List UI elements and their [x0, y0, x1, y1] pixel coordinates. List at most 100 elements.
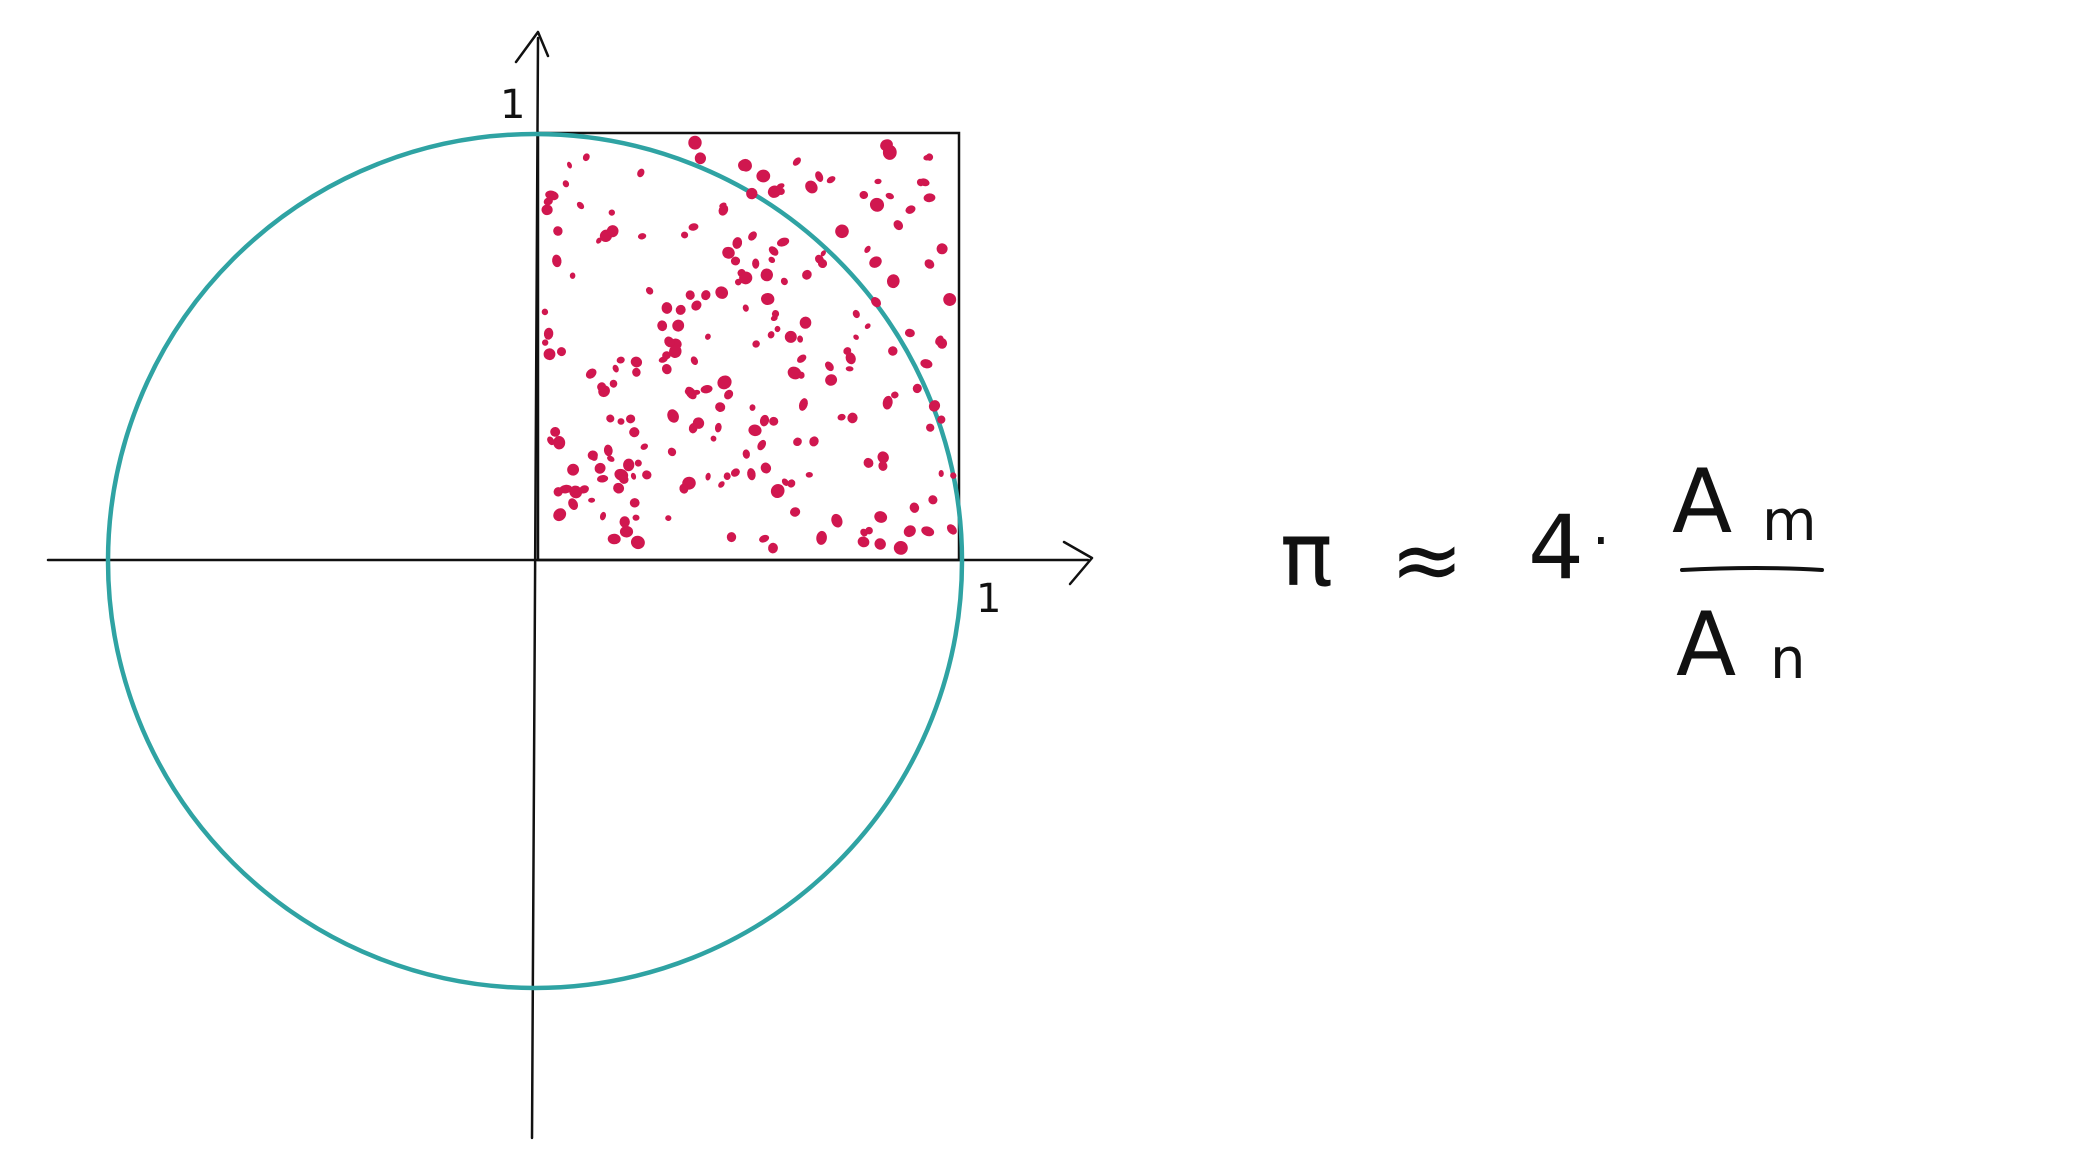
random-point	[752, 258, 760, 269]
random-point	[768, 246, 779, 256]
random-point	[749, 404, 756, 411]
random-point	[642, 470, 652, 480]
random-point	[792, 157, 801, 166]
random-point	[880, 139, 893, 151]
random-point	[797, 335, 804, 343]
axes	[46, 30, 1094, 1140]
random-point	[760, 462, 772, 474]
random-point	[739, 271, 753, 285]
random-point	[815, 171, 824, 182]
random-point	[950, 472, 957, 479]
random-point	[742, 304, 749, 312]
random-point	[825, 374, 838, 386]
random-point	[688, 423, 698, 434]
random-point	[742, 449, 750, 459]
random-point	[798, 398, 808, 411]
random-point	[691, 300, 702, 311]
random-point	[569, 272, 576, 279]
random-point	[607, 533, 621, 545]
x-axis-arrowhead	[1062, 540, 1094, 586]
random-point	[845, 366, 854, 372]
random-point	[767, 331, 775, 339]
random-point	[722, 246, 735, 259]
formula-dot: ·	[1592, 509, 1610, 574]
random-point	[726, 532, 737, 543]
random-point	[926, 423, 935, 432]
random-point	[730, 468, 740, 477]
random-point	[871, 297, 881, 308]
random-point	[793, 437, 802, 447]
random-point	[909, 502, 920, 513]
random-point	[710, 435, 717, 442]
random-point	[869, 256, 882, 268]
random-point	[919, 178, 930, 187]
random-point	[626, 414, 636, 424]
formula-pi: π	[1280, 503, 1333, 606]
random-point	[657, 320, 668, 332]
random-point	[924, 259, 935, 269]
random-point	[664, 336, 675, 348]
formula-numerator-subscript: m	[1762, 489, 1817, 554]
random-point	[553, 508, 567, 522]
random-point	[705, 333, 711, 340]
random-point	[905, 205, 916, 214]
random-point	[835, 224, 849, 239]
random-point	[921, 526, 935, 537]
random-point	[585, 368, 597, 379]
random-point	[609, 379, 618, 388]
random-point	[715, 402, 726, 412]
random-point	[920, 359, 933, 369]
random-point	[787, 366, 802, 380]
random-point	[784, 330, 797, 343]
random-point	[815, 254, 824, 264]
random-point	[935, 335, 944, 346]
random-point	[752, 340, 760, 348]
random-point	[748, 231, 757, 241]
random-point	[541, 308, 549, 316]
formula-fraction-bar	[1680, 566, 1824, 572]
random-point	[718, 481, 725, 488]
random-point	[568, 498, 579, 510]
random-point	[629, 498, 640, 508]
random-point	[547, 436, 555, 446]
random-point	[874, 538, 886, 550]
random-point	[756, 169, 771, 183]
random-point	[688, 135, 702, 150]
random-point	[912, 383, 922, 394]
formula-denominator-subscript: n	[1770, 627, 1806, 692]
random-point	[612, 364, 619, 373]
random-point	[553, 226, 563, 236]
random-point	[665, 515, 672, 522]
random-point	[757, 439, 767, 451]
random-point	[640, 443, 649, 450]
random-point	[661, 302, 673, 314]
random-point	[730, 256, 741, 266]
random-point	[748, 424, 762, 437]
random-point	[787, 479, 796, 488]
random-point	[759, 414, 770, 427]
random-point	[923, 193, 936, 203]
random-point	[769, 416, 779, 426]
random-point	[669, 344, 682, 358]
random-point	[864, 323, 871, 330]
random-point	[869, 197, 885, 212]
random-point	[928, 400, 941, 412]
random-point	[619, 474, 629, 484]
random-point	[761, 292, 775, 306]
random-point	[747, 468, 756, 481]
random-point	[630, 356, 643, 368]
random-point	[681, 231, 689, 239]
random-point	[597, 475, 609, 483]
random-point	[768, 542, 778, 554]
random-point	[685, 386, 697, 400]
formula-approx: ≈	[1390, 508, 1464, 611]
random-point	[700, 385, 713, 394]
random-point	[739, 158, 752, 172]
random-point	[852, 309, 860, 319]
random-point	[904, 328, 915, 338]
random-point	[597, 382, 607, 392]
random-point	[805, 180, 818, 194]
random-point	[553, 436, 566, 450]
random-point	[831, 513, 843, 528]
random-point	[816, 530, 827, 545]
